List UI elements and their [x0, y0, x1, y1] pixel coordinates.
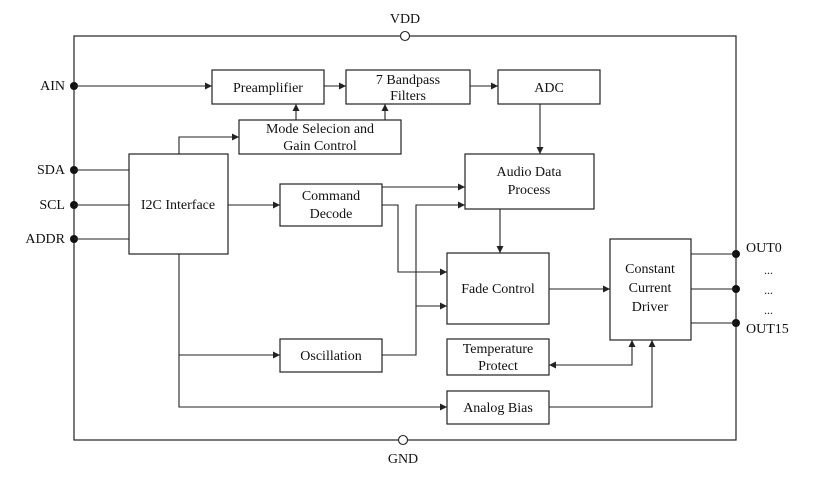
- bandpass-label-line2: Filters: [390, 89, 426, 104]
- command-decode-block: [279, 183, 383, 227]
- ain-pin-label: AIN: [40, 79, 65, 94]
- command-decode-label-line1: Command: [302, 189, 360, 204]
- addr-pin-label: ADDR: [25, 232, 65, 247]
- vdd-label: VDD: [390, 12, 420, 27]
- audio-data-label-line2: Process: [508, 183, 551, 198]
- wire-i2c-analog-bias: [178, 254, 447, 411]
- out0-pin-label: OUT0: [746, 241, 782, 256]
- out-ellipsis-2: ...: [764, 283, 773, 297]
- constant-current-label-line1: Constant: [625, 262, 675, 277]
- fade-control-label: Fade Control: [461, 282, 535, 297]
- adc-block: [497, 69, 601, 105]
- connection-wires: [74, 82, 736, 411]
- audio-data-process-block: [464, 153, 595, 210]
- temperature-protect-block: [446, 338, 550, 376]
- constant-current-label-line3: Driver: [632, 300, 669, 315]
- oscillation-block: [279, 338, 383, 373]
- audio-data-label-line1: Audio Data: [497, 165, 563, 180]
- out-ellipsis-3: ...: [764, 303, 773, 317]
- scl-pin-label: SCL: [39, 198, 65, 213]
- analog-bias-block: [446, 390, 550, 425]
- wire-analog-bias-driver: [549, 340, 656, 408]
- bandpass-label-line1: 7 Bandpass: [376, 73, 440, 88]
- wire-temperature-driver: [549, 340, 636, 369]
- oscillation-label: Oscillation: [300, 349, 361, 364]
- i2c-interface-label: I2C Interface: [141, 198, 215, 213]
- fade-control-block: [446, 252, 550, 325]
- preamplifier-label: Preamplifier: [233, 81, 303, 96]
- temperature-label-line2: Protect: [478, 359, 518, 374]
- constant-current-label-line2: Current: [629, 281, 672, 296]
- out15-pin-label: OUT15: [746, 322, 789, 337]
- sda-pin-label: SDA: [37, 163, 66, 178]
- wire-osc-audio: [382, 201, 465, 356]
- constant-current-driver-block: [609, 238, 692, 341]
- gnd-label: GND: [388, 452, 418, 467]
- i2c-interface-block: [128, 153, 229, 255]
- command-decode-label-line2: Decode: [310, 207, 353, 222]
- adc-label: ADC: [534, 81, 564, 96]
- analog-bias-label: Analog Bias: [463, 401, 533, 416]
- bandpass-filters-block: [345, 69, 471, 105]
- mode-selection-block: [238, 119, 402, 155]
- wire-i2c-mode: [178, 133, 239, 154]
- mode-selection-label-line2: Gain Control: [283, 139, 357, 154]
- mode-selection-label-line1: Mode Selecion and: [266, 122, 374, 137]
- vdd-pin: [399, 30, 411, 42]
- gnd-pin: [397, 434, 409, 446]
- preamplifier-block: [211, 69, 325, 105]
- temperature-label-line1: Temperature: [463, 342, 534, 357]
- out-ellipsis-1: ...: [764, 263, 773, 277]
- wire-command-fade: [382, 204, 447, 276]
